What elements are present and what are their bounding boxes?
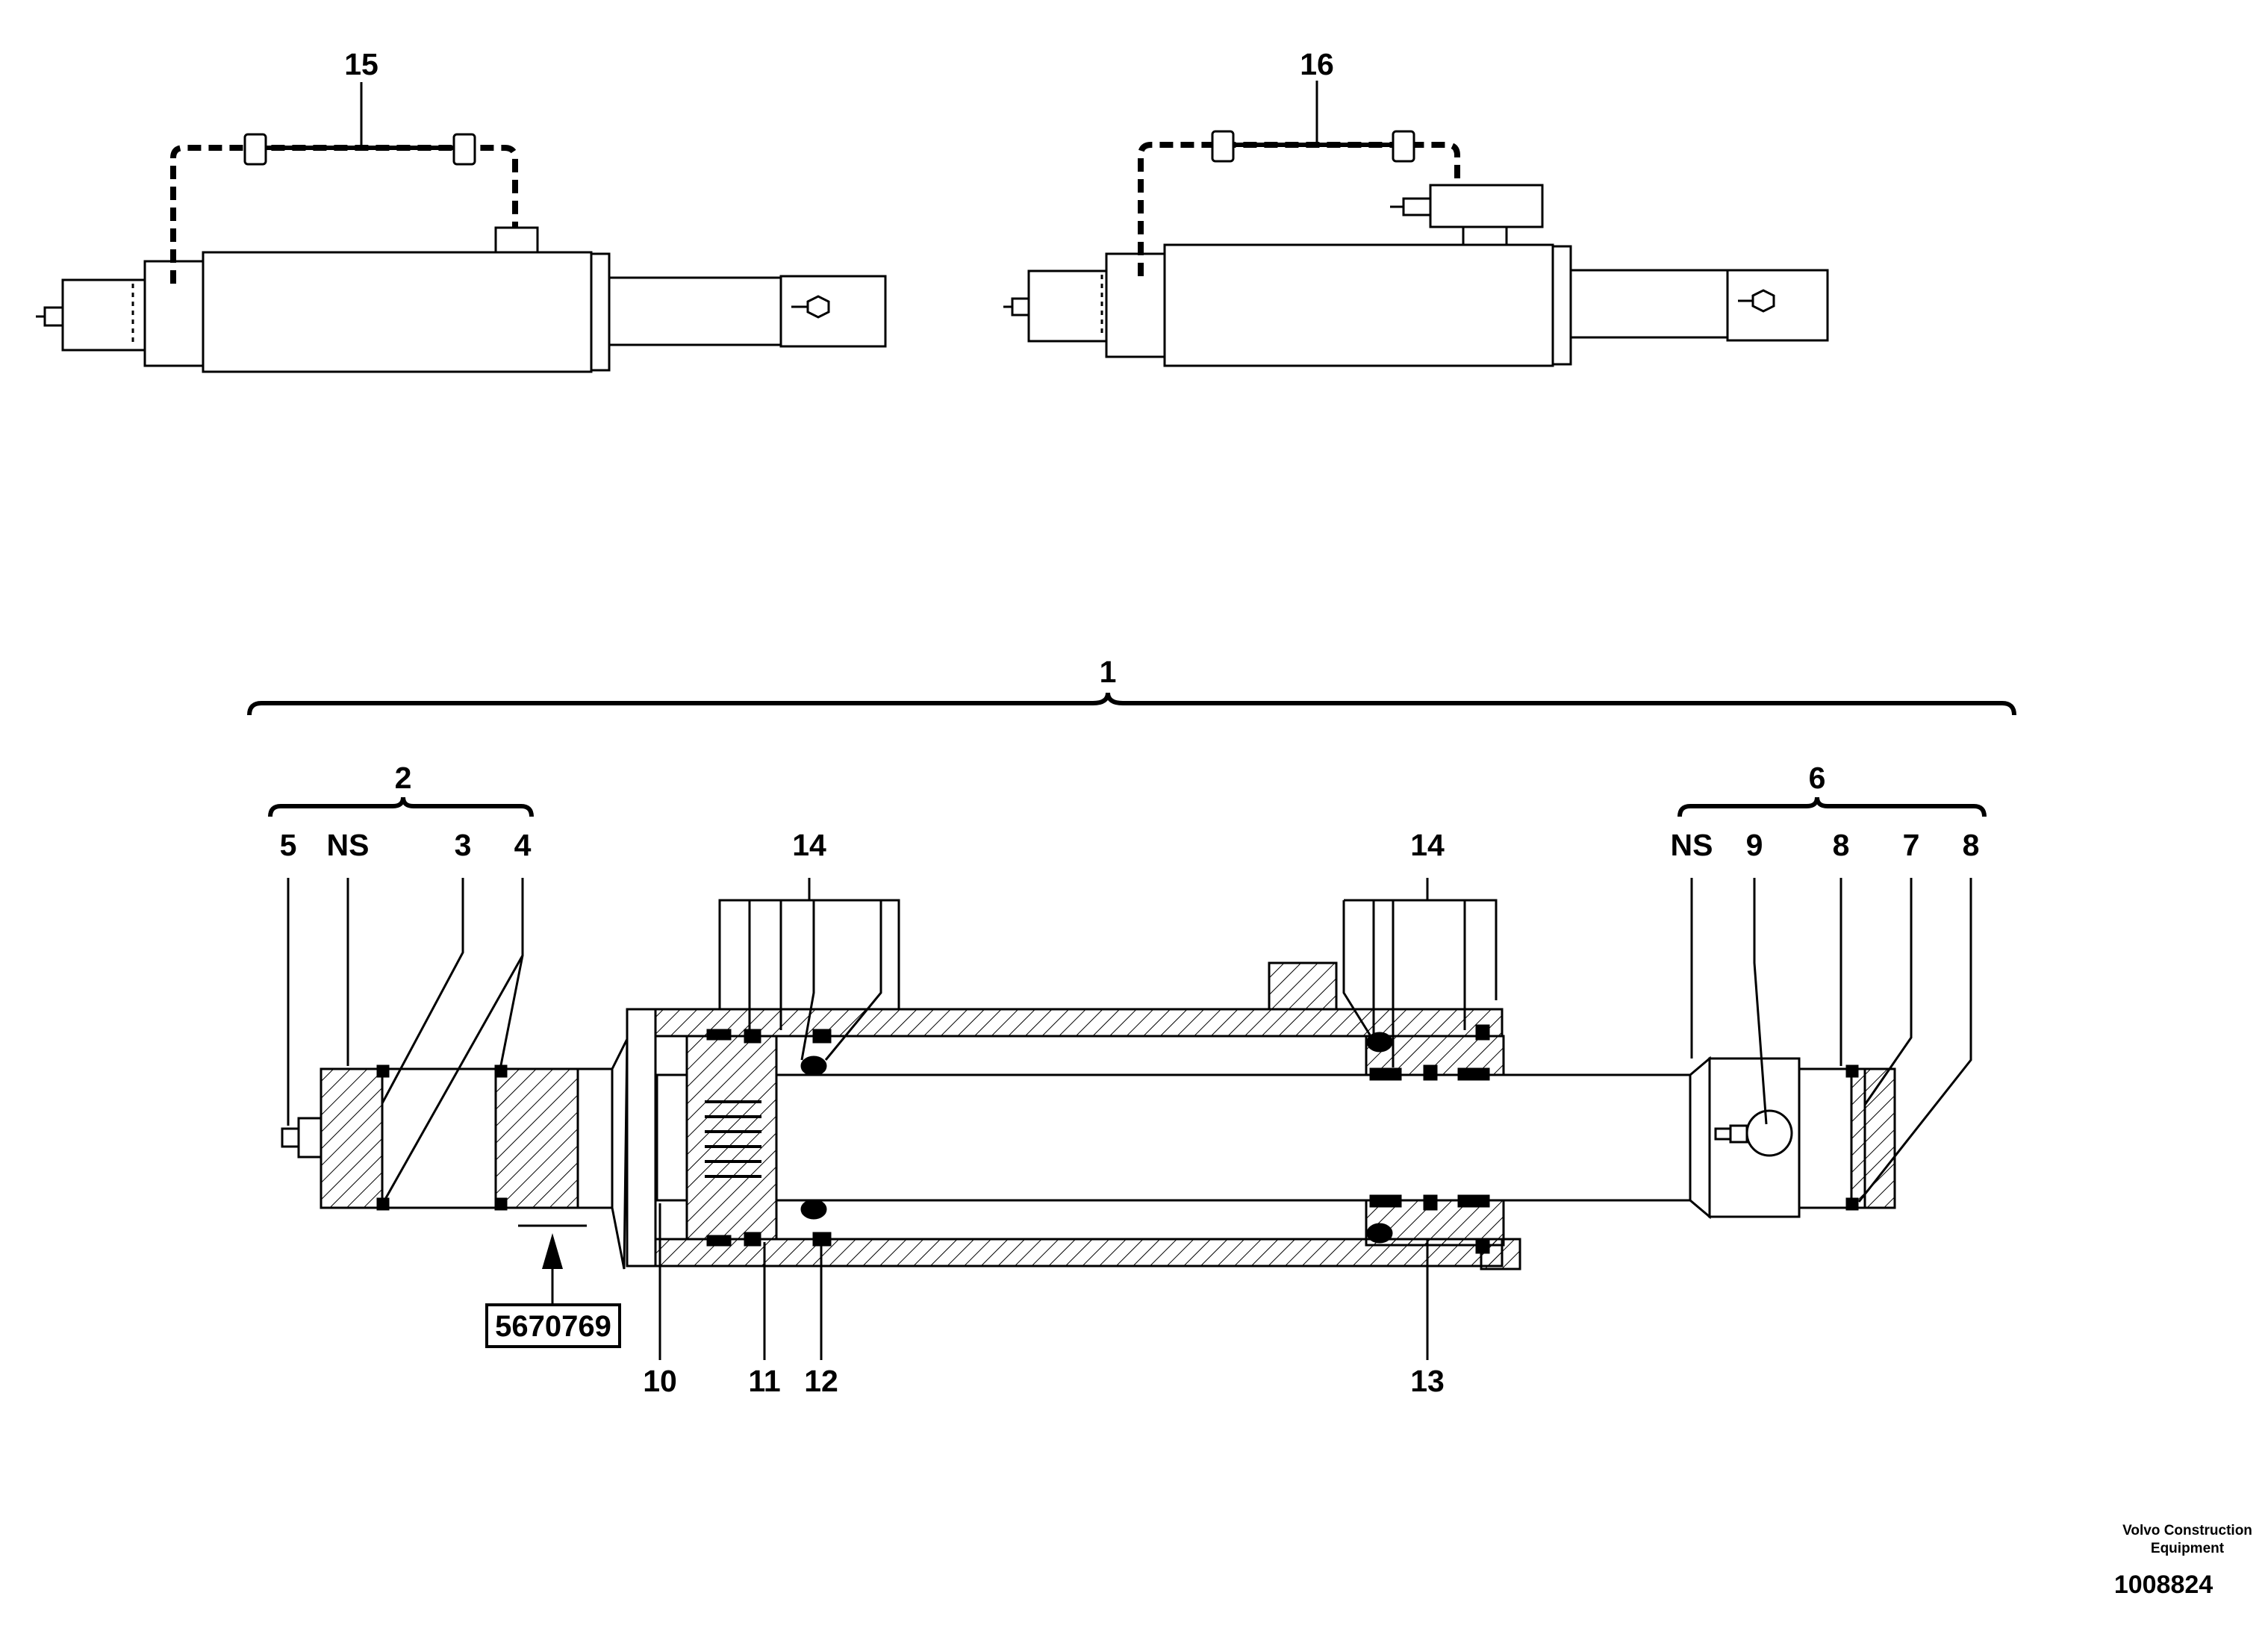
callout-3: 3 [455,828,472,862]
brand-line-1: Volvo Construction [2122,1523,2252,1538]
cylinder-section [281,961,1896,1270]
reference-part-number: 5670769 [495,1310,611,1343]
callout-13: 13 [1410,1364,1445,1398]
callout-11: 11 [748,1364,780,1398]
reference-arrow [542,1233,563,1269]
callout-12: 12 [804,1364,838,1398]
cylinder-view-16 [1003,81,1829,367]
callout-9: 9 [1746,828,1763,862]
callout-4: 4 [514,828,532,862]
callout-15: 15 [344,47,378,81]
document-number: 1008824 [2114,1571,2213,1599]
callout-14-left: 14 [792,828,826,862]
callout-5: 5 [280,828,297,862]
callout-ns-right: NS [1671,828,1713,862]
callout-ns-left: NS [327,828,370,862]
callout-16: 16 [1300,47,1334,81]
reference-box [485,1303,621,1348]
callout-6: 6 [1809,761,1826,795]
callout-7: 7 [1903,828,1920,862]
callout-14-right: 14 [1410,828,1445,862]
brand-line-2: Equipment [2151,1541,2225,1556]
callout-2: 2 [395,761,412,795]
callout-8-b: 8 [1963,828,1980,862]
callout-1: 1 [1100,655,1117,689]
cylinder-view-15 [36,82,887,373]
leader-lines [287,878,1972,1360]
assembly-braces [247,692,2016,817]
callout-8-a: 8 [1833,828,1850,862]
callout-10: 10 [643,1364,677,1398]
